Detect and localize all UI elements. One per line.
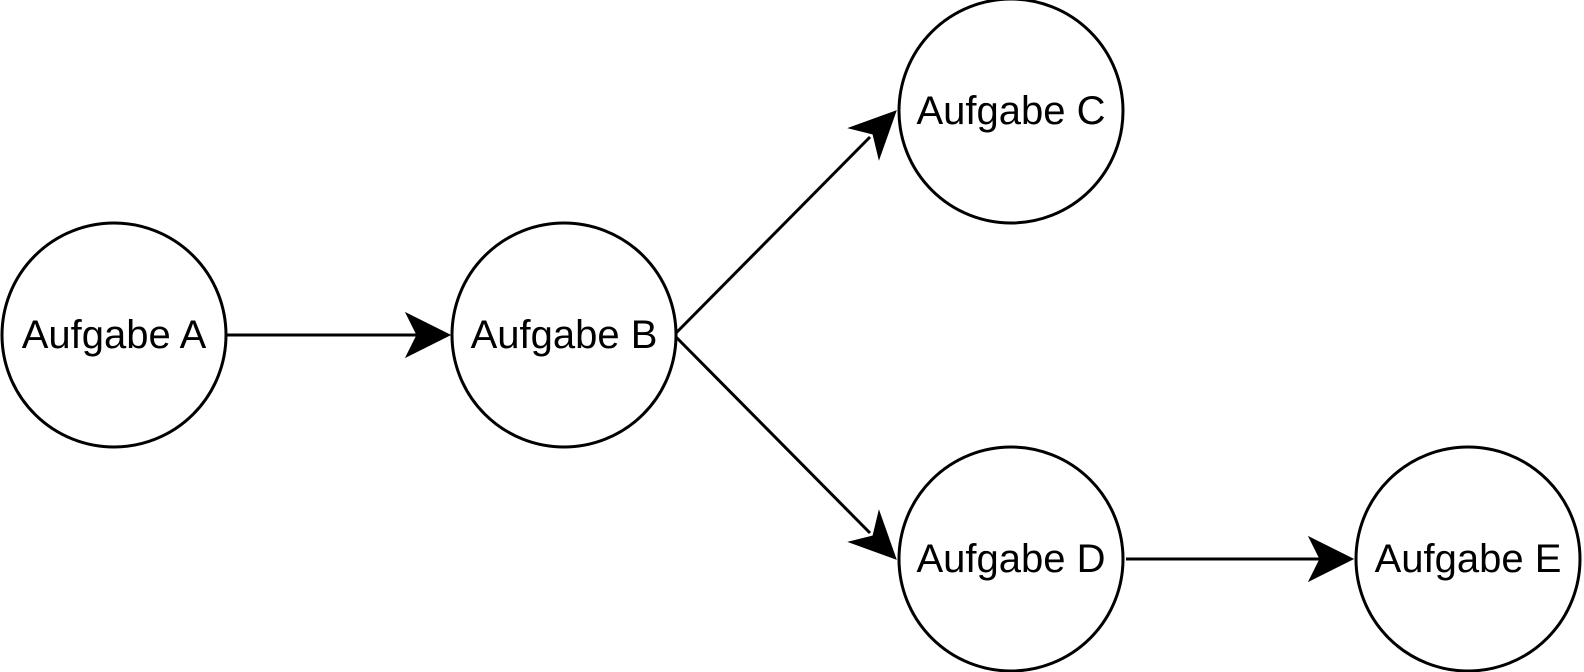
- arrowhead-icon: [847, 110, 897, 161]
- edge-a-to-b: [226, 311, 452, 359]
- node-label: Aufgabe D: [916, 537, 1105, 581]
- node-label: Aufgabe E: [1375, 537, 1562, 581]
- arrowhead-icon: [847, 509, 897, 560]
- edge-b-to-d: [674, 335, 897, 560]
- node-label: Aufgabe C: [916, 89, 1105, 133]
- edge-d-to-e: [1126, 535, 1355, 583]
- node-label: Aufgabe B: [471, 313, 658, 357]
- node-aufgabe-a: Aufgabe A: [0, 221, 228, 449]
- node-aufgabe-c: Aufgabe C: [897, 0, 1125, 225]
- arrowhead-icon: [404, 311, 452, 359]
- edges: [226, 110, 1355, 583]
- node-label: Aufgabe A: [22, 313, 207, 357]
- node-aufgabe-e: Aufgabe E: [1354, 445, 1582, 672]
- node-aufgabe-b: Aufgabe B: [450, 221, 678, 449]
- node-aufgabe-d: Aufgabe D: [897, 445, 1125, 672]
- arrowhead-icon: [1307, 535, 1355, 583]
- edge-b-to-c: [674, 110, 897, 335]
